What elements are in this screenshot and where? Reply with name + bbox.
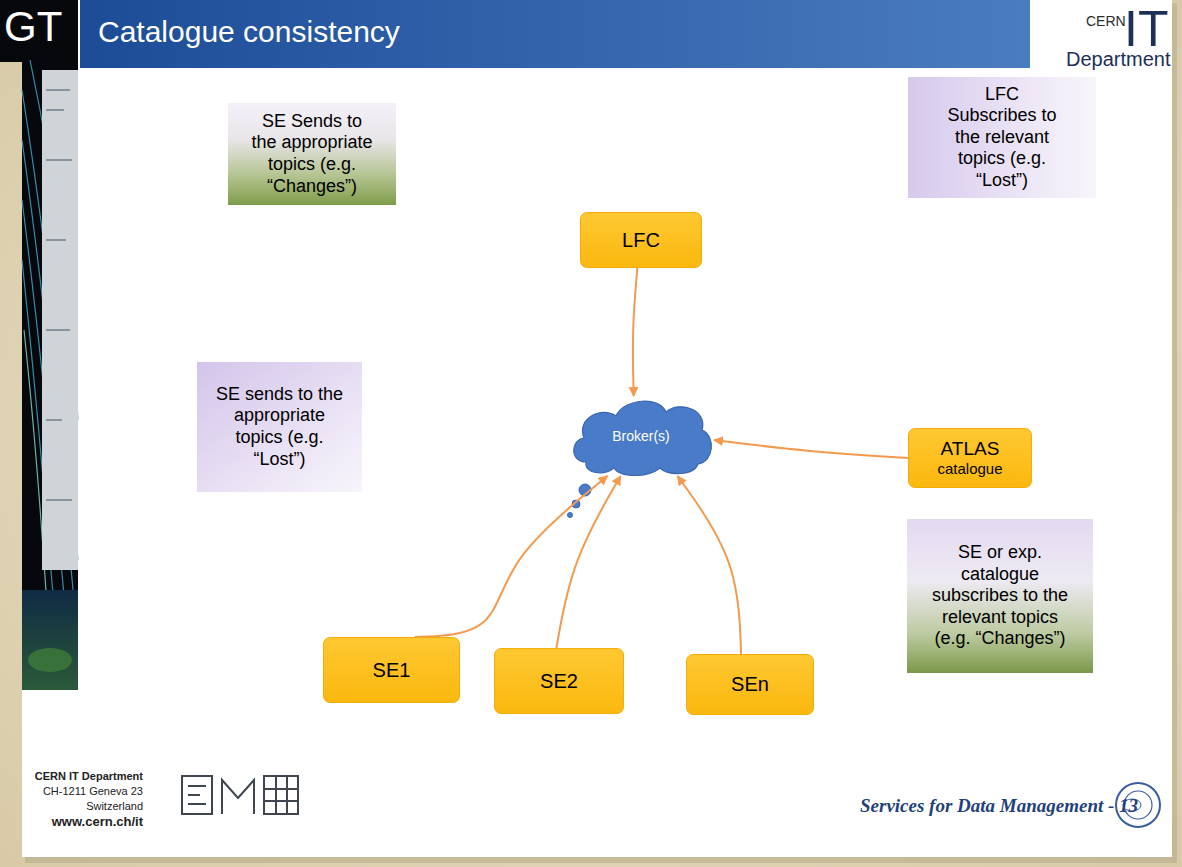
connector-arrow [633, 268, 637, 396]
footer-address: CERN IT Department [35, 770, 143, 782]
process-box: LFC [580, 212, 702, 268]
connector-arrow [714, 440, 908, 458]
logo-part [286, 776, 288, 814]
logo-part [188, 794, 200, 796]
emi-logo [182, 776, 298, 814]
process-box: ATLAScatalogue [908, 428, 1032, 488]
logo-part [275, 776, 277, 814]
note-box: SE Sends to the appropriate topics (e.g.… [228, 103, 396, 205]
node-text: ATLAS [916, 438, 1024, 460]
footer-address: Switzerland [86, 800, 143, 812]
earth-strip [22, 0, 78, 690]
node-text: LFC [588, 229, 694, 252]
node-text: Broker(s) [582, 428, 700, 444]
note-box: LFC Subscribes to the relevant topics (e… [908, 77, 1096, 198]
corner-logo-text: GT [4, 4, 62, 50]
screenshot-panel [42, 70, 78, 570]
node-text: SE sends to the appropriate topics (e.g.… [214, 384, 345, 470]
panel-line [46, 419, 62, 421]
screenshot-lines [46, 90, 72, 500]
logo-part [182, 776, 212, 814]
connector-arrow [556, 476, 620, 648]
node-text: catalogue [916, 460, 1024, 477]
node-text-holder: SE Sends to the appropriate topics (e.g.… [247, 111, 377, 197]
connector-arrow [678, 476, 742, 654]
node-text: SE1 [331, 659, 452, 682]
node-text-holder: SEn [694, 673, 806, 696]
process-box: SEn [686, 654, 814, 715]
slide-title: Catalogue consistency [98, 15, 400, 49]
node-text: SE Sends to the appropriate topics (e.g.… [247, 111, 377, 197]
earth-land [28, 648, 72, 672]
node-text-holder: SE2 [502, 670, 616, 693]
panel-line [46, 329, 70, 331]
node-text-holder: SE sends to the appropriate topics (e.g.… [214, 384, 345, 470]
footer-address: CH-1211 Geneva 23 [43, 785, 143, 797]
panel-line [46, 499, 72, 501]
header-bar [80, 0, 1030, 68]
logo-part [222, 780, 254, 814]
bubble-dot [568, 513, 573, 518]
dept-logo-text: CERN [1086, 14, 1126, 29]
footer-page-title: Services for Data Management - 13 [860, 796, 1138, 817]
earth-image [22, 590, 78, 690]
node-text-holder: Broker(s) [582, 428, 700, 444]
node-text-holder: ATLAScatalogue [916, 438, 1024, 477]
node-text: SEn [694, 673, 806, 696]
logo-part [264, 776, 298, 814]
node-text-holder: LFC [588, 229, 694, 252]
panel-line [46, 159, 72, 161]
logo-part [188, 803, 206, 805]
footer-url: www.cern.ch/it [52, 815, 143, 829]
logo-part [188, 785, 206, 787]
slide-page [22, 0, 1172, 857]
panel-line [46, 239, 66, 241]
node-text: LFC Subscribes to the relevant topics (e… [939, 84, 1065, 192]
node-text-holder: SE1 [331, 659, 452, 682]
broker-cloud: Broker(s) [568, 396, 714, 476]
dept-logo-text: Department [1066, 48, 1171, 70]
panel-line [46, 89, 70, 91]
cloud-outline [574, 401, 712, 475]
logo-part [264, 788, 298, 790]
note-box: SE or exp. catalogue subscribes to the r… [907, 519, 1093, 673]
thought-bubbles [568, 484, 592, 518]
node-text-holder: SE or exp. catalogue subscribes to the r… [926, 542, 1074, 650]
panel-line [46, 109, 64, 111]
node-text-holder: LFC Subscribes to the relevant topics (e… [939, 84, 1065, 192]
process-box: SE1 [323, 637, 460, 703]
logo-part [264, 800, 298, 802]
node-text: SE or exp. catalogue subscribes to the r… [926, 542, 1074, 650]
note-box: SE sends to the appropriate topics (e.g.… [197, 362, 362, 492]
process-box: SE2 [494, 648, 624, 714]
node-text: SE2 [502, 670, 616, 693]
